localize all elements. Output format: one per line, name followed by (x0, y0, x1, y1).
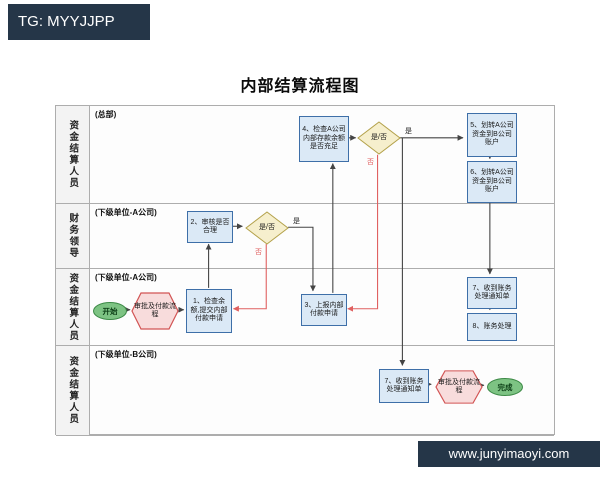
node-end-label: 完成 (497, 382, 513, 392)
lane-role-cell: 财务领导 (56, 204, 90, 268)
lane-content: (下级单位-A公司) (90, 204, 554, 268)
lane-content: (下级单位-B公司) (90, 346, 554, 435)
diamond-shape (357, 121, 401, 155)
lane-org-label: (总部) (95, 110, 117, 119)
lane-role-label: 资金结算人员 (67, 356, 79, 425)
node-step6-label: 6、划转A公司资金到B公司账户 (470, 169, 514, 194)
node-start: 开始 (93, 302, 127, 320)
node-approval-a-label: 审批及付款流程 (134, 302, 176, 318)
hexagon-shape (435, 370, 483, 404)
node-step7a-label: 7、收到账务处理通知单 (472, 284, 512, 300)
node-step8: 8、账务处理 (467, 313, 517, 341)
node-step3-label: 3、上报内部付款申请 (304, 301, 344, 317)
node-step6: 6、划转A公司资金到B公司账户 (467, 161, 517, 203)
node-step2: 2、审核是否合理 (187, 211, 233, 243)
lane-role-cell: 资金结算人员 (56, 269, 90, 345)
decision2-no-label: 否 (255, 249, 262, 256)
hexagon-shape (131, 292, 179, 330)
lane-role-cell: 资金结算人员 (56, 106, 90, 203)
node-step7b: 7、收到账务处理通知单 (379, 369, 429, 403)
lane-role-cell: 资金结算人员 (56, 346, 90, 435)
diamond-shape (245, 211, 289, 245)
node-decision2: 是/否 (245, 211, 289, 245)
node-end: 完成 (487, 378, 523, 396)
node-step1-label: 1、检查余额,提交内部付款申请 (190, 298, 228, 323)
node-decision1-label: 是/否 (371, 133, 387, 141)
decision1-no-label: 否 (367, 159, 374, 166)
lane-headquarters: 资金结算人员 (总部) (56, 106, 554, 204)
node-step7a: 7、收到账务处理通知单 (467, 277, 517, 309)
lane-company-b-settlement: 资金结算人员 (下级单位-B公司) (56, 346, 554, 436)
tg-badge: TG: MYYJJPP (8, 4, 150, 40)
lane-role-label: 资金结算人员 (67, 272, 79, 342)
node-approval-a: 审批及付款流程 (131, 292, 179, 330)
lane-org-label: (下级单位-A公司) (95, 273, 157, 282)
node-approval-b: 审批及付款流程 (435, 370, 483, 404)
node-step4-label: 4、检查A公司内部存款余额是否充足 (302, 126, 346, 151)
node-decision1: 是/否 (357, 121, 401, 155)
lane-finance-leader: 财务领导 (下级单位-A公司) (56, 204, 554, 269)
node-step5: 5、划转A公司资金到B公司账户 (467, 113, 517, 157)
node-step5-label: 5、划转A公司资金到B公司账户 (470, 122, 514, 147)
node-step1: 1、检查余额,提交内部付款申请 (186, 289, 232, 333)
flowchart-diagram: 资金结算人员 (总部) 财务领导 (下级单位-A公司) 资金结算人员 (下级单位… (55, 105, 555, 436)
lane-role-label: 财务领导 (67, 213, 79, 259)
node-step4: 4、检查A公司内部存款余额是否充足 (299, 116, 349, 162)
lane-company-a-settlement: 资金结算人员 (下级单位-A公司) (56, 269, 554, 346)
node-step3: 3、上报内部付款申请 (301, 294, 347, 326)
lane-org-label: (下级单位-A公司) (95, 208, 157, 217)
node-approval-b-label: 审批及付款流程 (438, 378, 480, 394)
footer-url-bar: www.junyimaoyi.com (418, 441, 600, 467)
lane-content: (总部) (90, 106, 554, 203)
decision1-yes-label: 是 (405, 128, 412, 135)
decision2-yes-label: 是 (293, 218, 300, 225)
node-step8-label: 8、账务处理 (472, 322, 512, 330)
lane-org-label: (下级单位-B公司) (95, 350, 157, 359)
node-step2-label: 2、审核是否合理 (190, 218, 230, 234)
lane-content: (下级单位-A公司) (90, 269, 554, 345)
page-title: 内部结算流程图 (240, 78, 360, 95)
node-decision2-label: 是/否 (259, 223, 275, 231)
node-start-label: 开始 (102, 306, 118, 316)
lane-role-label: 资金结算人员 (67, 120, 79, 189)
node-step7b-label: 7、收到账务处理通知单 (384, 377, 424, 393)
